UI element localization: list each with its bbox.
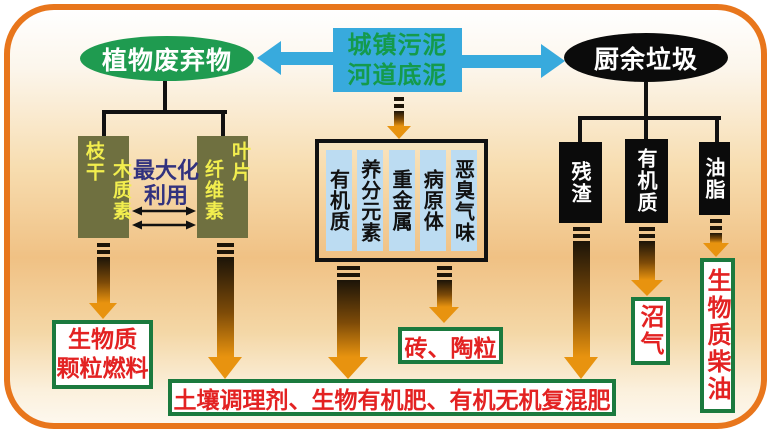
- arrow-left-icon: [257, 41, 334, 75]
- node-leaf-cellulose: 纤维素 叶片: [197, 136, 251, 238]
- node-residue: 残渣: [559, 142, 602, 223]
- component-organic-matter: 有机质: [326, 150, 352, 251]
- component-odor: 恶臭气味: [451, 150, 477, 251]
- product-biodiesel: 生物质柴油: [700, 258, 735, 413]
- product-biomass-pellet-fuel: 生物质 颗粒燃料: [52, 320, 153, 389]
- flow-arrow-residue-to-soil: [564, 227, 598, 379]
- connector-line: [221, 112, 225, 137]
- leaf-label: 叶片: [229, 141, 251, 183]
- connector-line: [644, 118, 648, 141]
- arrow-shaft: [281, 51, 334, 65]
- product-biogas: 沼气: [631, 297, 670, 365]
- component-pathogens: 病原体: [419, 150, 446, 251]
- node-oil: 油脂: [699, 142, 730, 215]
- arrow-right-icon: [462, 44, 565, 78]
- flow-arrow-lignin-to-pellet: [89, 243, 117, 319]
- node-urban-sludge: 城镇污泥 河道底泥: [333, 28, 462, 92]
- sludge-components-box: 有机质 养分元素 重金属 病原体 恶臭气味: [315, 139, 488, 262]
- node-branch-lignin: 枝干 木质素: [78, 136, 132, 238]
- product-soil-amendment-fertilizer: 土壤调理剂、生物有机肥、有机无机复混肥: [168, 379, 616, 416]
- arrow-shaft: [462, 54, 541, 68]
- kitchen-waste-label: 厨余垃圾: [593, 44, 698, 74]
- branch-trunk-label: 枝干: [83, 141, 105, 183]
- node-kitchen-waste: 厨余垃圾: [564, 33, 728, 82]
- node-plant-waste: 植物废弃物: [80, 36, 254, 81]
- connector-line: [715, 118, 719, 143]
- product-brick-ceramsite: 砖、陶粒: [398, 327, 503, 364]
- node-organic-matter: 有机质: [625, 139, 668, 223]
- pellet-line2: 颗粒燃料: [56, 355, 149, 382]
- maximize-line2: 利用: [143, 184, 188, 209]
- flow-arrow-organic-to-biogas: [631, 227, 663, 296]
- flow-arrow-cellulose-to-soil: [208, 243, 242, 379]
- connector-line: [578, 118, 582, 143]
- component-nutrients: 养分元素: [357, 150, 384, 251]
- flow-arrow-sludge-down: [387, 97, 411, 139]
- pellet-line1: 生物质: [68, 326, 137, 353]
- connector-line: [102, 112, 106, 137]
- flow-arrow-components-to-soil: [328, 266, 368, 379]
- double-arrow-icon: [132, 206, 196, 216]
- flow-arrow-components-to-brick: [429, 266, 459, 323]
- maximize-line1: 最大化: [132, 159, 199, 184]
- connector-line: [644, 82, 648, 119]
- maximize-utilization-label: 最大化 利用: [127, 159, 205, 209]
- flow-arrow-oil-to-biodiesel: [703, 219, 729, 257]
- connector-line: [163, 80, 167, 113]
- connector-line: [102, 110, 227, 114]
- arrowhead-right-icon: [541, 44, 565, 78]
- arrowhead-left-icon: [257, 41, 281, 75]
- lignin-label: 木质素: [110, 159, 132, 222]
- component-heavy-metals: 重金属: [388, 150, 415, 251]
- double-arrow-icon: [132, 220, 196, 230]
- sludge-line2: 河道底泥: [347, 61, 448, 89]
- connector-line: [578, 116, 721, 120]
- cellulose-label: 纤维素: [202, 159, 224, 222]
- sludge-line1: 城镇污泥: [347, 31, 448, 59]
- plant-waste-label: 植物废弃物: [101, 45, 232, 75]
